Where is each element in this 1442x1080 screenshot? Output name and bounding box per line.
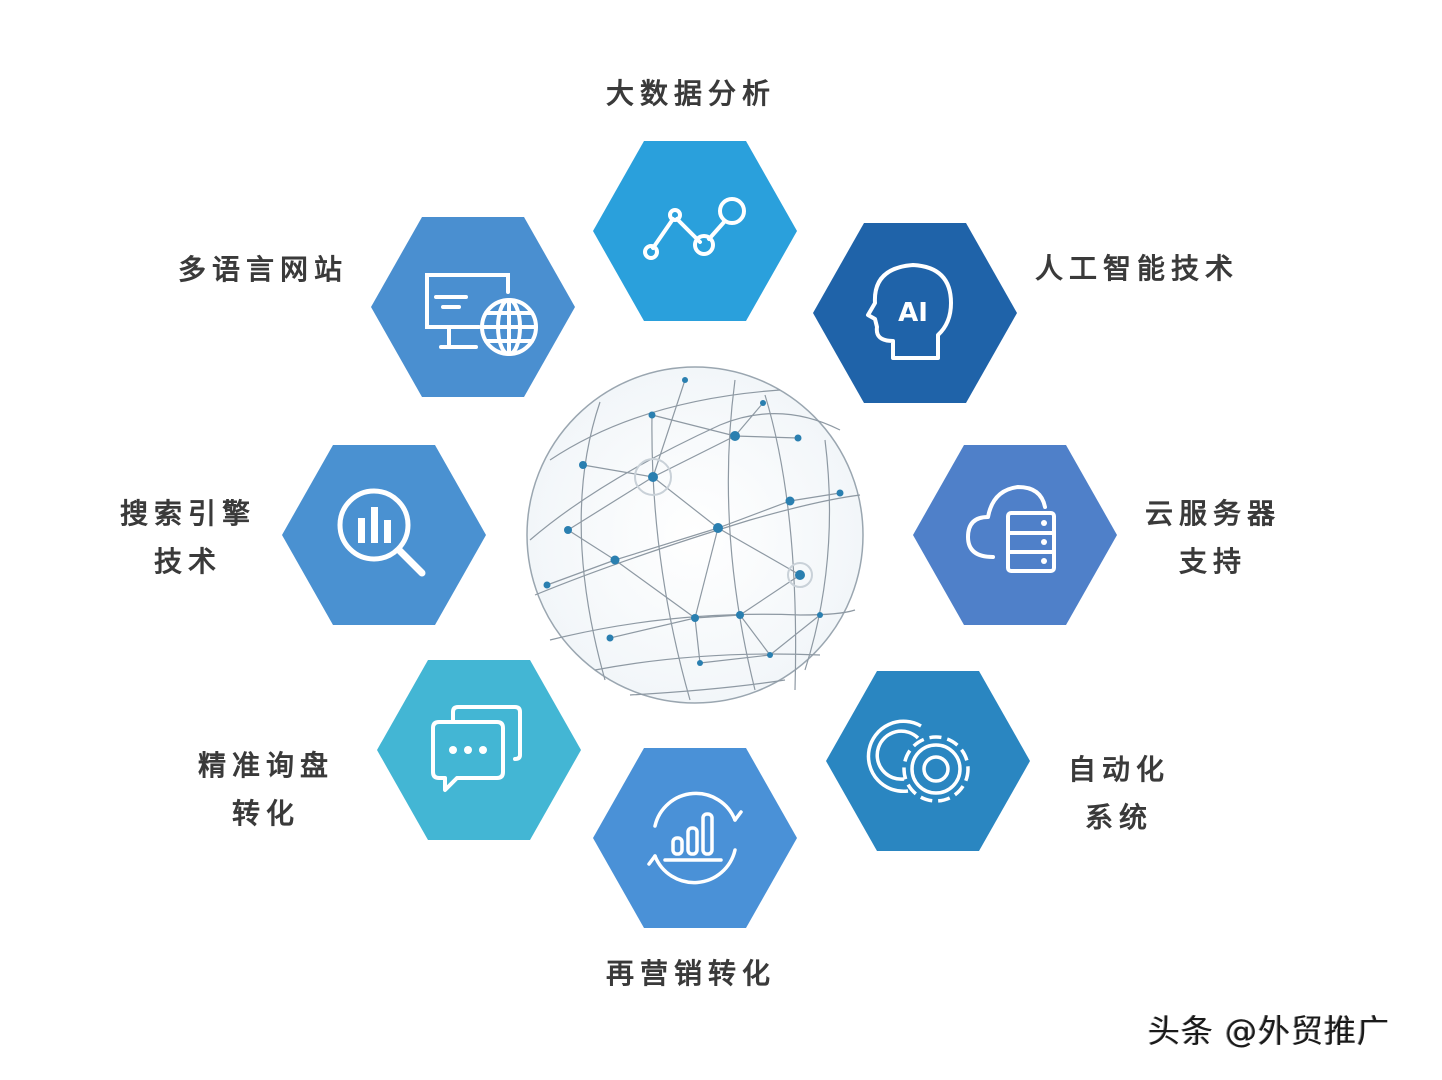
big-data-hexagon <box>593 141 797 321</box>
ai-label: 人工智能技术 <box>1035 252 1240 285</box>
inquiry-label: 精准询盘 转化 <box>198 742 334 838</box>
search-engine-label: 搜索引擎 技术 <box>120 490 256 586</box>
svg-text:AI: AI <box>898 298 928 328</box>
chat-bubbles-icon <box>431 705 522 792</box>
inquiry-label-line2: 转化 <box>232 797 301 830</box>
automation-label-line2: 系统 <box>1085 801 1154 834</box>
bar-chart-cycle-icon <box>647 791 743 885</box>
watermark: 头条 @外贸推广 <box>1148 1012 1391 1050</box>
search-engine-hexagon <box>282 445 486 625</box>
monitor-globe-icon <box>425 273 538 356</box>
cloud-server-hexagon <box>913 445 1117 625</box>
multilingual-label: 多语言网站 <box>178 253 349 286</box>
search-engine-label-line1: 搜索引擎 <box>120 497 257 530</box>
search-engine-label-line2: 技术 <box>154 545 223 578</box>
cloud-server-label-line2: 支持 <box>1179 545 1248 578</box>
multilingual-hexagon <box>371 217 575 397</box>
ai-hexagon: AI <box>813 223 1017 403</box>
search-analytics-icon <box>337 488 426 577</box>
network-globe-icon <box>520 360 870 710</box>
cloud-server-label-line1: 云服务器 <box>1145 497 1282 530</box>
remarketing-hexagon <box>593 748 797 928</box>
gears-icon <box>866 719 970 803</box>
automation-label-line1: 自动化 <box>1068 753 1171 786</box>
automation-hexagon <box>826 671 1030 851</box>
big-data-label: 大数据分析 <box>606 77 777 110</box>
remarketing-label: 再营销转化 <box>606 957 777 990</box>
inquiry-hexagon <box>377 660 581 840</box>
line-chart-icon <box>643 197 746 260</box>
inquiry-label-line1: 精准询盘 <box>198 749 335 782</box>
cloud-server-icon <box>966 485 1056 573</box>
automation-label: 自动化 系统 <box>1068 746 1170 842</box>
cloud-server-label: 云服务器 支持 <box>1145 490 1281 586</box>
ai-head-icon: AI <box>866 263 953 360</box>
